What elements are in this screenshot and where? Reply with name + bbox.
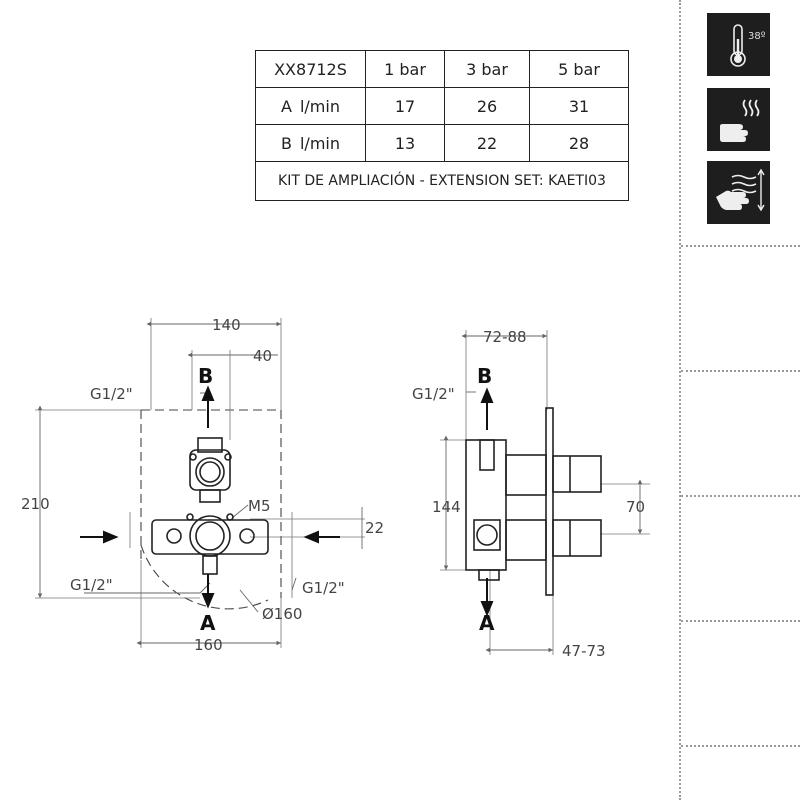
flow-unit: l/min [299,96,340,116]
extension-set-note: KIT DE AMPLIACIÓN - EXTENSION SET: KAETI… [255,161,629,201]
dimension-label: 210 [21,495,50,513]
temperature-label: 38º [748,31,766,42]
flow-arrows-side [480,387,494,617]
valve-body-side [465,407,602,596]
table-header-row: XX8712S 1 bar 3 bar 5 bar [255,50,629,88]
thread-label: G1/2" [412,385,455,403]
table-cell: 17 [365,87,445,125]
valve-body [151,437,269,575]
dimension-label: 144 [432,498,461,516]
thermometer-icon: 38º [707,13,770,76]
flow-unit: l/min [299,133,340,153]
dimension-label: 160 [194,636,223,654]
table-cell: 26 [444,87,530,125]
outlet-label: B [477,364,492,388]
port-letter: B [281,133,292,153]
diameter-circle [140,544,269,610]
hand-flow-adjust-icon [707,161,770,224]
table-cell: 13 [365,124,445,162]
dimension-label: 72-88 [483,328,527,346]
table-header-1bar: 1 bar [365,50,445,88]
thread-label: G1/2" [70,576,113,594]
table-cell: 31 [529,87,629,125]
front-view: 140 40 210 22 160 Ø160 G1/2" G1/2" G1/2"… [21,316,384,654]
technical-drawing: 140 40 210 22 160 Ø160 G1/2" G1/2" G1/2"… [21,316,650,660]
outlet-label: A [200,611,216,635]
outlet-label: A [479,611,495,635]
hand-hot-water-icon [707,88,770,151]
sidebar-divider [679,0,681,800]
screw-label: M5 [248,497,271,515]
sidebar-separator [681,370,800,372]
sidebar-separator [681,745,800,747]
thread-label: G1/2" [302,579,345,597]
table-header-5bar: 5 bar [529,50,629,88]
sidebar-separator [681,245,800,247]
dimension-label: 70 [626,498,645,516]
outlet-label: B [198,364,213,388]
port-letter: A [281,96,292,116]
dimension-label: 40 [253,347,272,365]
sidebar-separator [681,620,800,622]
side-view: 72-88 144 70 47-73 G1/2" B A [412,328,650,660]
table-header-model: XX8712S [255,50,366,88]
diameter-label: Ø160 [262,605,302,623]
dimension-label: 140 [212,316,241,334]
dimension-label: 22 [365,519,384,537]
thread-label: G1/2" [90,385,133,403]
table-cell: 28 [529,124,629,162]
dimension-label: 47-73 [562,642,606,660]
table-footer-row: KIT DE AMPLIACIÓN - EXTENSION SET: KAETI… [255,161,629,201]
flow-arrows [80,385,340,609]
sidebar-separator [681,495,800,497]
